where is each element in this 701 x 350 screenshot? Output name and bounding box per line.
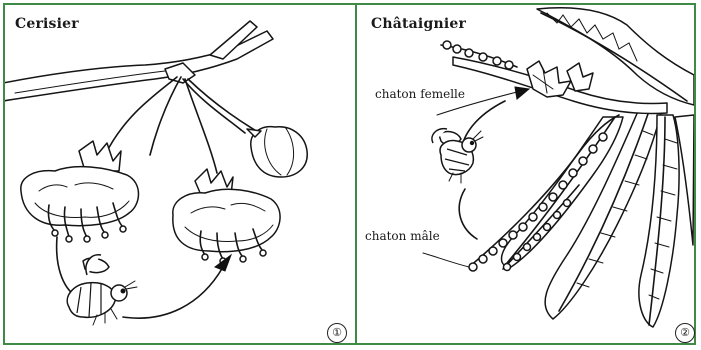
cherry-branch [5,21,273,101]
panel-number-1: ① [327,323,347,343]
cherry-bud [247,127,307,177]
cherry-illustration [5,5,355,347]
cherry-panel: Cerisier ① [5,5,355,343]
cherry-flower-open [21,141,139,242]
cherry-flower-pollinated [173,169,280,264]
chestnut-panel: Châtaignier chaton femelle chaton mâle ② [357,5,694,343]
panel-title-chestnut: Châtaignier [371,16,466,32]
chestnut-illustration [357,5,694,347]
bee-icon [67,255,137,325]
flower-stalks [105,77,267,173]
label-chaton-femelle: chaton femelle [375,87,465,101]
figure-frame: Cerisier ① [3,3,696,345]
label-chaton-male: chaton mâle [365,229,440,243]
panel-title-cherry: Cerisier [15,16,79,32]
panel-number-2: ② [675,323,695,343]
bee-icon [432,129,483,183]
